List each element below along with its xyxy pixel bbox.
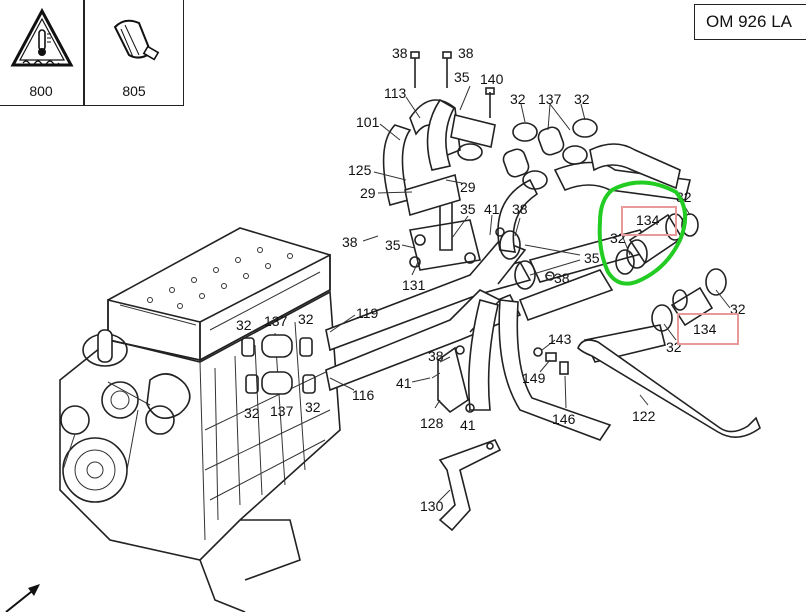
pipe-116 [325,289,522,392]
hose-134-lower [651,268,727,332]
engine-model-label: OM 926 LA [694,4,806,40]
callout-32: 32 [305,399,321,415]
callout-38: 38 [342,234,358,250]
fasteners-143-149-146 [533,347,569,375]
callout-32: 32 [298,311,314,327]
highlight-box-134-lower [677,313,739,345]
highlight-box-134-upper [621,206,677,236]
bracket-128 [431,345,475,414]
pipe-clamps-35 [495,227,555,290]
callout-130: 130 [420,498,444,514]
callout-41: 41 [484,201,500,217]
callout-122: 122 [632,408,656,424]
callout-140: 140 [480,71,504,87]
legend-item-805: 805 [84,0,184,106]
callout-125: 125 [348,162,372,178]
callout-29: 29 [460,179,476,195]
callout-32: 32 [666,339,682,355]
callout-131: 131 [402,277,426,293]
callout-38: 38 [428,348,444,364]
legend-code-805: 805 [122,83,146,99]
callout-128: 128 [420,415,444,431]
hose-assembly-upper [382,98,598,251]
callout-41: 41 [396,375,412,391]
legend-item-800: 800 [0,0,84,106]
callout-119: 119 [356,305,379,321]
leader-lines [329,85,731,503]
callout-32: 32 [244,405,260,421]
callout-137: 137 [538,91,562,107]
callout-29: 29 [360,185,376,201]
hot-coolant-warning-icon [0,5,83,77]
bracket-131 [409,219,481,271]
hose-clamp-icon [85,5,183,77]
callout-35: 35 [460,201,476,217]
engine-block [59,227,341,612]
callout-41: 41 [460,417,476,433]
orientation-arrow-icon [5,584,40,612]
callout-38: 38 [458,45,474,61]
callout-137: 137 [264,313,288,329]
callout-35: 35 [454,69,470,85]
legend-code-800: 800 [29,83,53,99]
callout-146: 146 [552,411,576,427]
callout-137: 137 [270,403,294,419]
callout-32: 32 [610,230,626,246]
callout-38: 38 [392,45,408,61]
callout-134: 134 [693,321,717,337]
pipe-122 [577,339,761,438]
green-circle-annotation [597,180,688,286]
callout-134: 134 [636,212,660,228]
callout-35: 35 [385,237,401,253]
callout-32: 32 [510,91,526,107]
callout-labels: 38 38 35 140 113 32 137 32 101 125 29 29… [236,45,746,514]
hose-137-group [241,334,316,395]
callout-113: 113 [384,85,407,101]
callout-38: 38 [554,270,570,286]
pipe-assembly-right [467,143,691,441]
callout-32: 32 [574,91,590,107]
callout-101: 101 [356,114,380,130]
callout-38: 38 [512,201,528,217]
callout-149: 149 [522,370,546,386]
callout-143: 143 [548,331,572,347]
callout-116: 116 [352,387,375,403]
callout-35: 35 [584,250,600,266]
bolts-38-top [410,51,495,118]
bracket-130 [438,439,502,532]
callout-32: 32 [236,317,252,333]
